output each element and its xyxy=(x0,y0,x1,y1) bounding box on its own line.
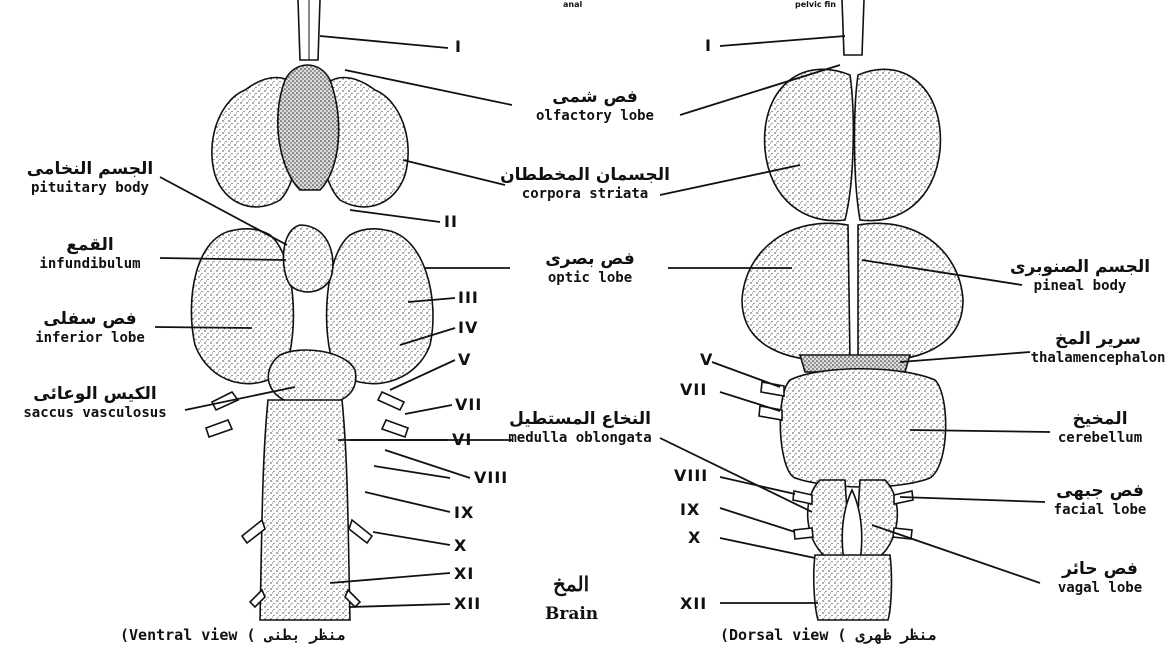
label-vagal-en: vagal lobe xyxy=(1040,580,1160,596)
label-inferior-ar: فص سفلى xyxy=(25,310,155,330)
top-fragment-right: pelvic fin xyxy=(795,0,836,9)
label-olfactory-ar: فص شمى xyxy=(505,88,685,108)
ventral-nerve-VII: VII xyxy=(455,395,482,414)
label-medulla-oblongata: النخاع المستطيل medulla oblongata xyxy=(490,410,670,446)
top-fragment-left: anal xyxy=(563,0,582,9)
label-facial-lobe: فص جبهى facial lobe xyxy=(1040,482,1160,518)
label-inferior-en: inferior lobe xyxy=(25,330,155,346)
label-inferior-lobe: فص سفلى inferior lobe xyxy=(25,310,155,346)
ventral-brain-drawing xyxy=(191,0,433,620)
label-thalamen-en: thalamencephalon xyxy=(1025,350,1171,366)
label-medulla-ar: النخاع المستطيل xyxy=(490,410,670,430)
label-olfactory-en: olfactory lobe xyxy=(505,108,685,124)
label-facial-en: facial lobe xyxy=(1040,502,1160,518)
ventral-nerve-VI: VI xyxy=(452,430,472,449)
label-pituitary-en: pituitary body xyxy=(10,180,170,196)
label-pituitary-ar: الجسم النخامى xyxy=(10,160,170,180)
label-striata-en: corpora striata xyxy=(500,186,670,202)
brain-title-en: Brain xyxy=(545,604,598,624)
label-olfactory-lobe: فص شمى olfactory lobe xyxy=(505,88,685,124)
label-infundibulum: القمع infundibulum xyxy=(25,236,155,272)
label-cerebellum: المخيخ cerebellum xyxy=(1040,410,1160,446)
caption-dorsal: (Dorsal view ( منظر ظهرى xyxy=(720,626,937,644)
ventral-nerve-X: X xyxy=(454,536,467,555)
dorsal-nerve-VII: VII xyxy=(680,380,707,399)
label-thalamen-ar: سرير المخ xyxy=(1025,330,1171,350)
dorsal-brain-drawing xyxy=(742,0,963,620)
label-thalamencephalon: سرير المخ thalamencephalon xyxy=(1025,330,1171,366)
dorsal-nerve-I: I xyxy=(705,36,712,55)
label-medulla-en: medulla oblongata xyxy=(490,430,670,446)
label-cerebellum-en: cerebellum xyxy=(1040,430,1160,446)
label-infundibulum-en: infundibulum xyxy=(25,256,155,272)
ventral-nerve-IV: IV xyxy=(458,318,478,337)
label-optic-lobe: فص بصرى optic lobe xyxy=(510,250,670,286)
ventral-nerve-II: II xyxy=(444,212,458,231)
dorsal-nerve-VIII: VIII xyxy=(674,466,708,485)
label-facial-ar: فص جبهى xyxy=(1040,482,1160,502)
ventral-nerve-VIII: VIII xyxy=(474,468,508,487)
ventral-nerve-XII: XII xyxy=(454,594,481,613)
label-cerebellum-ar: المخيخ xyxy=(1040,410,1160,430)
caption-ventral-ar: ( منظر بطنى xyxy=(246,626,345,644)
ventral-nerve-IX: IX xyxy=(454,503,474,522)
caption-ventral: (Ventral view ( منظر بطنى xyxy=(120,626,346,644)
label-corpora-striata: الجسمان المخططان corpora striata xyxy=(500,166,670,202)
label-pineal-en: pineal body xyxy=(1005,278,1155,294)
caption-dorsal-ar: ( منظر ظهرى xyxy=(837,626,936,644)
ventral-nerve-I: I xyxy=(455,37,462,56)
caption-ventral-en: (Ventral view xyxy=(120,626,237,644)
caption-dorsal-en: (Dorsal view xyxy=(720,626,828,644)
dorsal-nerve-IX: IX xyxy=(680,500,700,519)
label-optic-ar: فص بصرى xyxy=(510,250,670,270)
ventral-nerve-III: III xyxy=(458,288,479,307)
label-saccus-ar: الكيس الوعائى xyxy=(0,385,190,405)
dorsal-nerve-X: X xyxy=(688,528,701,547)
ventral-nerve-XI: XI xyxy=(454,564,474,583)
dorsal-nerve-XII: XII xyxy=(680,594,707,613)
label-vagal-lobe: فص حائر vagal lobe xyxy=(1040,560,1160,596)
dorsal-nerve-V: V xyxy=(700,350,713,369)
brain-title-ar: المخ xyxy=(553,572,589,596)
label-vagal-ar: فص حائر xyxy=(1040,560,1160,580)
label-pineal-body: الجسم الصنوبرى pineal body xyxy=(1005,258,1155,294)
label-pineal-ar: الجسم الصنوبرى xyxy=(1005,258,1155,278)
label-striata-ar: الجسمان المخططان xyxy=(500,166,670,186)
label-infundibulum-ar: القمع xyxy=(25,236,155,256)
ventral-nerve-V: V xyxy=(458,350,471,369)
label-saccus-en: saccus vasculosus xyxy=(0,405,190,421)
label-saccus-vasculosus: الكيس الوعائى saccus vasculosus xyxy=(0,385,190,421)
label-optic-en: optic lobe xyxy=(510,270,670,286)
label-pituitary-body: الجسم النخامى pituitary body xyxy=(10,160,170,196)
